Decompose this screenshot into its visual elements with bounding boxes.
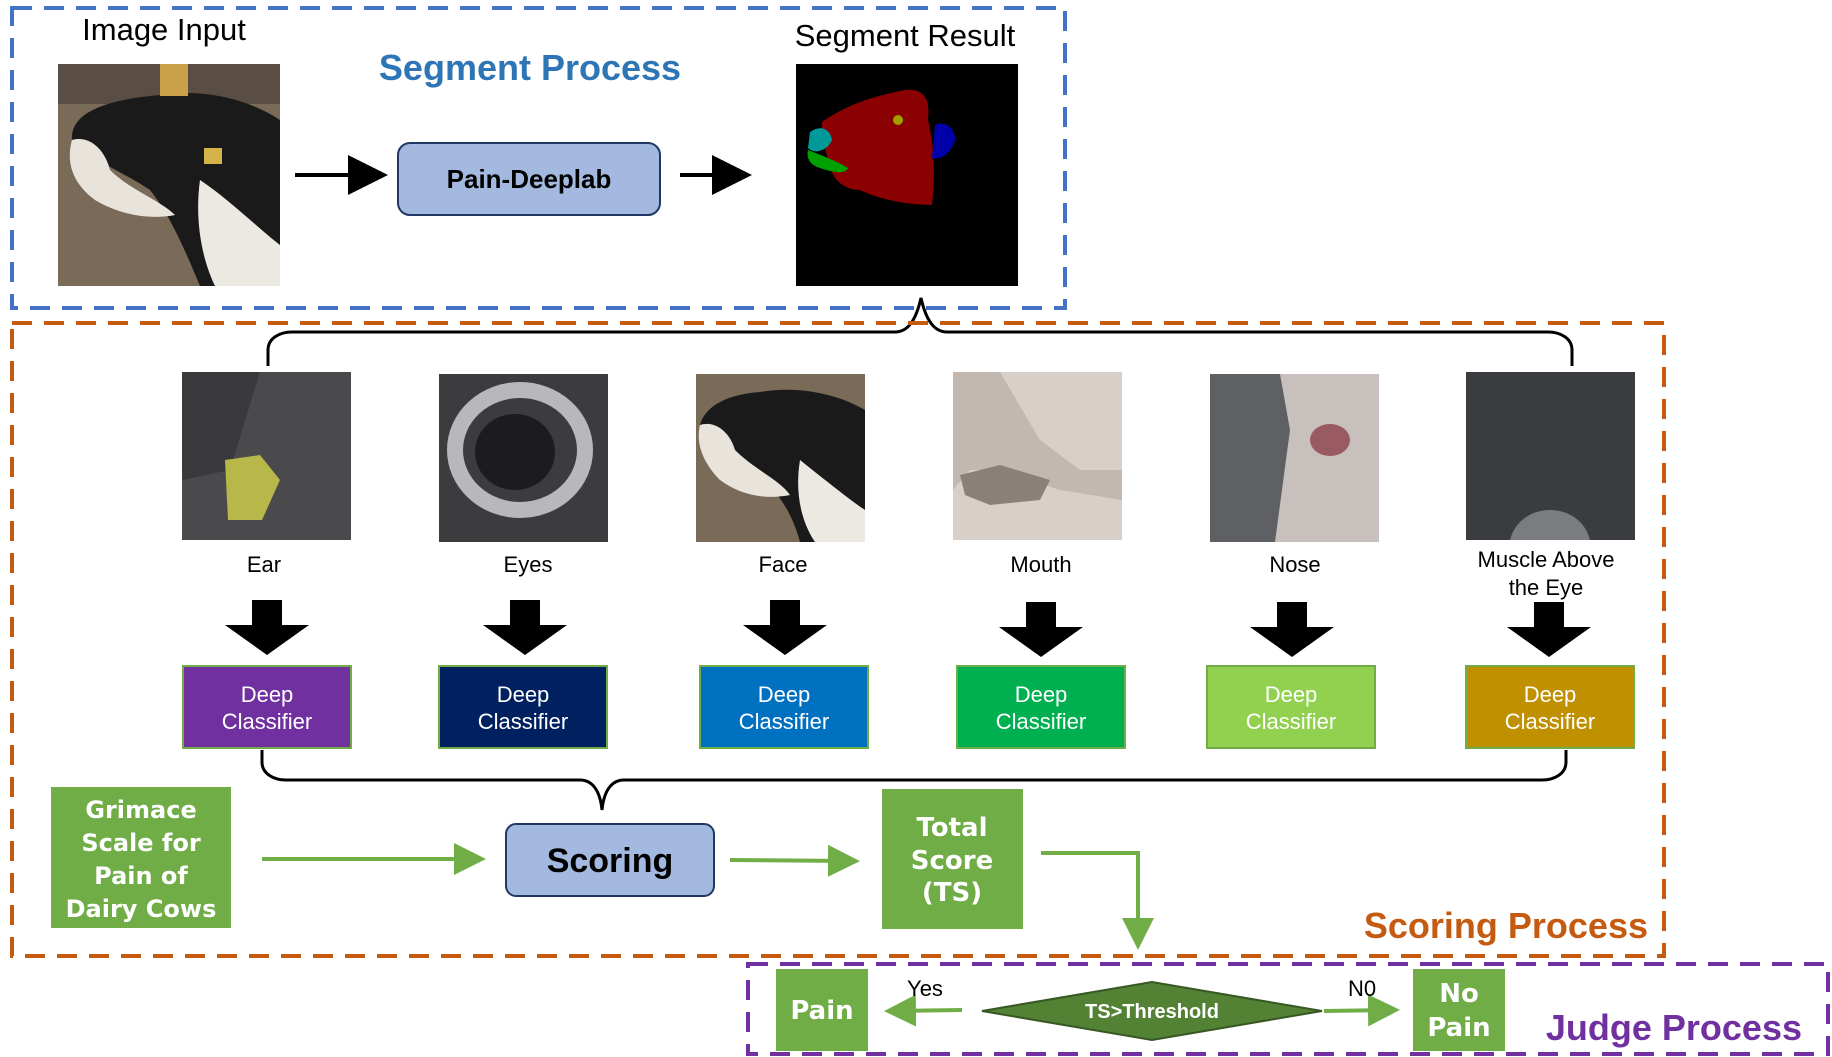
pain-deeplab-box: [397, 142, 661, 216]
mouth-image: [953, 372, 1122, 540]
scoring-process-border: [10, 321, 1666, 958]
down-arrow-eyes: [483, 600, 567, 655]
classifier-face: Deep Classifier: [699, 665, 869, 749]
eyes-image: [439, 374, 608, 542]
no-pain-line1: No: [1439, 979, 1479, 1009]
scoring-box: [505, 823, 715, 897]
down-arrow-ear: [225, 600, 309, 655]
no-pain-box: [1413, 969, 1505, 1051]
part-label-eyes: Eyes: [504, 552, 553, 577]
ear-image: [182, 372, 351, 540]
scoring-process-title: Scoring Process: [1364, 905, 1648, 946]
muscle-above-eye-image: [1466, 372, 1635, 540]
classifier-eyes-line2: Classifier: [478, 709, 568, 734]
classifier-muscle-line2: Classifier: [1505, 709, 1595, 734]
classifier-ear-line1: Deep: [241, 682, 294, 707]
classifier-mouth: Deep Classifier: [956, 665, 1126, 749]
classifier-nose-line1: Deep: [1265, 682, 1318, 707]
classifier-mouth-line1: Deep: [1015, 682, 1068, 707]
yes-label: Yes: [907, 976, 943, 1001]
part-label-ear: Ear: [247, 552, 281, 577]
total-score-box: [882, 789, 1023, 929]
classifier-muscle-line1: Deep: [1524, 682, 1577, 707]
judge-process-title: Judge Process: [1546, 1007, 1802, 1048]
arrow-scoring-to-total: [729, 844, 860, 877]
arrow-to-no-pain: [1323, 994, 1400, 1027]
classifier-face-line2: Classifier: [739, 709, 829, 734]
segment-process-border: [10, 6, 1067, 310]
no-label: N0: [1348, 976, 1376, 1001]
judge-process-border: [746, 962, 1830, 1056]
arrow-to-pain: [884, 994, 963, 1027]
scoring-label: Scoring: [547, 842, 674, 880]
down-arrow-mouth: [999, 602, 1083, 657]
total-line2: Score: [911, 846, 993, 876]
nose-image: [1210, 374, 1379, 542]
classifier-nose-line2: Classifier: [1246, 709, 1336, 734]
down-arrow-muscle: [1507, 602, 1591, 657]
pain-deeplab-label: Pain-Deeplab: [447, 164, 612, 194]
down-arrow-face: [743, 600, 827, 655]
threshold-label: TS>Threshold: [1085, 1001, 1219, 1023]
input-cow-image: [58, 64, 280, 286]
classifier-eyes-line1: Deep: [497, 682, 550, 707]
classifier-nose: Deep Classifier: [1206, 665, 1376, 749]
arrow-total-to-judge: [1041, 851, 1154, 950]
classifier-face-line1: Deep: [758, 682, 811, 707]
part-label-muscle-line2: the Eye: [1509, 575, 1584, 600]
classifier-ear: Deep Classifier: [182, 665, 352, 749]
image-input-label: Image Input: [82, 12, 246, 47]
total-line1: Total: [916, 813, 987, 843]
grimace-scale-box: [51, 787, 231, 928]
classifier-muscle: Deep Classifier: [1465, 665, 1635, 749]
down-arrow-nose: [1250, 602, 1334, 657]
segment-result-image: [796, 64, 1018, 286]
face-image: [696, 374, 865, 542]
part-label-nose: Nose: [1269, 552, 1320, 577]
total-line3: (TS): [922, 878, 982, 908]
classifier-eyes: Deep Classifier: [438, 665, 608, 749]
threshold-diamond: [981, 980, 1323, 1042]
grimace-line3: Pain of: [94, 862, 188, 890]
segment-result-label: Segment Result: [795, 18, 1016, 53]
grimace-line2: Scale for: [81, 829, 200, 857]
top-brace: [266, 297, 1574, 366]
classifier-ear-line2: Classifier: [222, 709, 312, 734]
no-pain-line2: Pain: [1427, 1013, 1490, 1043]
part-label-mouth: Mouth: [1010, 552, 1071, 577]
segment-process-title: Segment Process: [379, 47, 681, 88]
pain-label: Pain: [790, 996, 853, 1026]
part-label-muscle-line1: Muscle Above: [1478, 547, 1615, 572]
grimace-line1: Grimace: [85, 796, 196, 824]
grimace-line4: Dairy Cows: [66, 895, 217, 923]
pain-box: [776, 969, 868, 1051]
classifier-mouth-line2: Classifier: [996, 709, 1086, 734]
part-label-face: Face: [759, 552, 808, 577]
bottom-brace: [260, 750, 1568, 811]
